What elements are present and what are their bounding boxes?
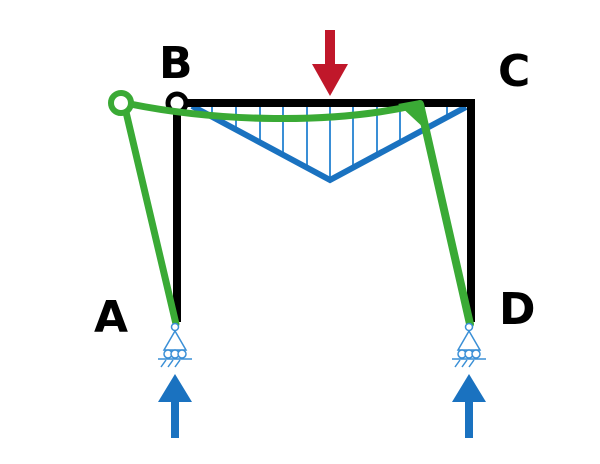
deformed-column-CD	[416, 100, 474, 328]
reaction-arrow-A-icon	[158, 374, 192, 438]
deformed-beam	[129, 100, 413, 123]
hinge-displaced-icon	[108, 90, 134, 116]
applied-load-arrow	[312, 30, 348, 96]
frame	[165, 91, 475, 322]
reaction-arrow-D-icon	[452, 374, 486, 438]
deformed-shape	[108, 90, 474, 328]
roller-support-D-icon	[452, 322, 486, 368]
label-A: A	[94, 292, 129, 343]
label-C: C	[498, 46, 531, 97]
label-B: B	[159, 38, 193, 89]
moment-diagram-outline	[190, 103, 468, 184]
deformed-column-AB	[122, 108, 180, 328]
label-D: D	[499, 284, 536, 335]
roller-support-A-icon	[158, 322, 192, 368]
